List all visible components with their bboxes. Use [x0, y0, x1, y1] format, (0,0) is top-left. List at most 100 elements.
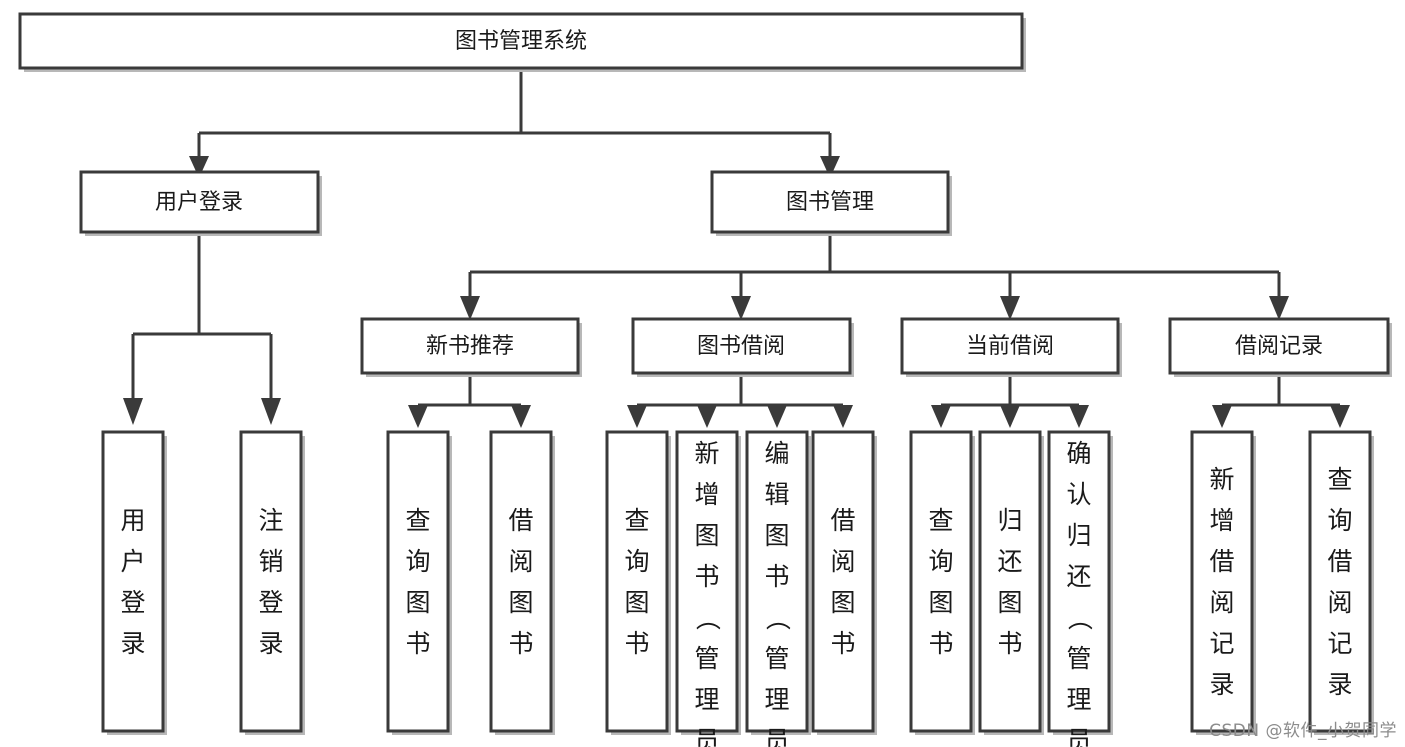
arrowhead-current-borrow-leaf-1: [931, 405, 951, 428]
leaf-char: 借: [1209, 547, 1234, 576]
leaf-char: 查: [928, 506, 953, 535]
connector-new-book-rec-bus: [416, 375, 523, 412]
leaf-char: 管: [764, 644, 789, 673]
leaf-char: 还: [997, 547, 1022, 576]
leaf-char: 图: [764, 521, 789, 550]
leaf-char: 图: [694, 521, 719, 550]
leaf-char: 管: [1066, 644, 1091, 673]
leaf-char: 理: [1066, 685, 1091, 714]
leaf-box-edit-book[interactable]: [745, 430, 809, 733]
borrow-record-box[interactable]: [1168, 317, 1390, 375]
leaf-char: （: [763, 605, 792, 630]
leaf-char: 图: [830, 588, 855, 617]
leaf-char: 询: [1327, 506, 1352, 535]
leaf-char: 阅: [508, 547, 533, 576]
current-borrow-box[interactable]: [900, 317, 1120, 375]
leaf-char: 阅: [1209, 588, 1234, 617]
leaf-char: 归: [997, 506, 1022, 535]
leaf-char: 询: [624, 547, 649, 576]
node-book-borrow[interactable]: 图书借阅: [631, 317, 854, 377]
connector-book-borrow-bus: [635, 375, 845, 412]
leaf-char: 登: [258, 588, 283, 617]
leaf-char: 录: [1209, 670, 1234, 699]
connector-user-login-bus: [131, 232, 273, 400]
leaf-char: 借: [508, 506, 533, 535]
leaf-char: 录: [120, 629, 145, 658]
book-borrow-label: 图书借阅: [697, 334, 785, 359]
leaf-box-query-book-3[interactable]: [909, 430, 973, 733]
arrowhead-borrow-record-leaf-2: [1330, 405, 1350, 428]
arrowhead-book-borrow-leaf-3: [767, 405, 787, 428]
leaf-box-borrow-book-1[interactable]: [489, 430, 553, 733]
leaf-char: 图: [624, 588, 649, 617]
leaf-char: 查: [405, 506, 430, 535]
leaf-box-user-login[interactable]: [101, 430, 165, 733]
leaf-char: 书: [830, 629, 855, 658]
arrowhead-to-book-borrow: [731, 296, 751, 320]
leaf-char: 确: [1066, 439, 1091, 468]
arrowhead-user-login-leaf-2: [261, 398, 281, 425]
leaf-box-query-book-1[interactable]: [386, 430, 450, 733]
connector-root-bus: [197, 68, 832, 160]
csdn-watermark: CSDN @软件_小贺同学: [1209, 721, 1397, 741]
leaf-box-query-record[interactable]: [1308, 430, 1372, 733]
leaf-box-logout[interactable]: [239, 430, 303, 733]
leaf-char: 书: [928, 629, 953, 658]
arrowhead-borrow-record-leaf-1: [1212, 405, 1232, 428]
leaf-box-return-book[interactable]: [978, 430, 1042, 733]
arrowhead-root-to-user-login: [189, 156, 209, 178]
node-root[interactable]: 图书管理系统: [18, 12, 1026, 72]
leaf-char: 用: [120, 506, 145, 535]
node-new-book-rec[interactable]: 新书推荐: [360, 317, 582, 377]
leaf-box-add-record[interactable]: [1190, 430, 1254, 733]
new-book-rec-box[interactable]: [360, 317, 580, 375]
leaf-char: 理: [694, 685, 719, 714]
book-borrow-box[interactable]: [631, 317, 852, 375]
leaf-char: 增: [694, 480, 719, 509]
leaf-char: （: [1065, 605, 1094, 630]
arrowhead-to-current-borrow: [1000, 296, 1020, 320]
root-label: 图书管理系统: [455, 29, 587, 54]
leaf-box-borrow-book-2[interactable]: [811, 430, 875, 733]
book-manage-box[interactable]: [710, 170, 950, 234]
leaf-text-layer: 用户登录注销登录查询图书借阅图书查询图书新增图书（管理员）编辑图书（管理员）借阅…: [120, 439, 1352, 747]
leaf-char: 记: [1209, 629, 1234, 658]
node-current-borrow[interactable]: 当前借阅: [900, 317, 1122, 377]
borrow-record-label: 借阅记录: [1235, 334, 1323, 359]
leaf-char: （: [693, 605, 722, 630]
leaf-char: 录: [1327, 670, 1352, 699]
leaf-box-add-book[interactable]: [675, 430, 739, 733]
leaf-char: 阅: [1327, 588, 1352, 617]
arrowhead-user-login-leaf-1: [123, 398, 143, 425]
arrowhead-to-borrow-record: [1269, 296, 1289, 320]
node-user-login[interactable]: 用户登录: [79, 170, 322, 236]
root-box[interactable]: [18, 12, 1024, 70]
leaf-char: 认: [1066, 480, 1091, 509]
arrowhead-new-book-rec-leaf-1: [408, 405, 428, 428]
leaf-char: 借: [830, 506, 855, 535]
user-login-box[interactable]: [79, 170, 320, 234]
leaf-char: 销: [258, 547, 283, 576]
node-book-manage[interactable]: 图书管理: [710, 170, 952, 236]
leaf-char: 辑: [764, 480, 789, 509]
leaf-box-query-book-2[interactable]: [605, 430, 669, 733]
leaf-char: 询: [405, 547, 430, 576]
leaf-box-confirm-return[interactable]: [1047, 430, 1111, 733]
leaf-char: 书: [405, 629, 430, 658]
node-borrow-record[interactable]: 借阅记录: [1168, 317, 1392, 377]
leaf-char: 书: [764, 562, 789, 591]
leaf-char: 员: [764, 726, 789, 747]
arrowhead-to-new-book-rec: [460, 296, 480, 320]
leaf-char: 询: [928, 547, 953, 576]
arrowhead-current-borrow-leaf-2: [1000, 405, 1020, 428]
leaf-char: 登: [120, 588, 145, 617]
leaf-char: 管: [694, 644, 719, 673]
leaf-char: 阅: [830, 547, 855, 576]
leaf-char: 归: [1066, 521, 1091, 550]
leaf-layer: [101, 430, 1374, 735]
leaf-label-leaf-user-login: 用户登录: [120, 506, 145, 658]
